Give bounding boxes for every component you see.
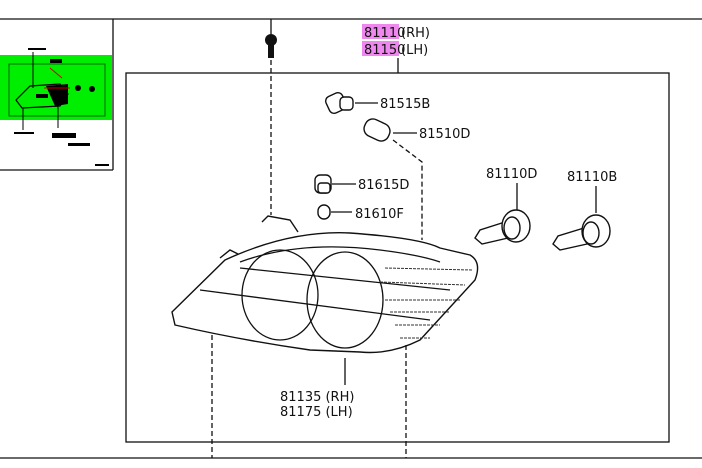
bulb-81510d-icon bbox=[363, 118, 391, 142]
part-number-81110[interactable]: 81110 bbox=[364, 26, 405, 41]
part-number-81175[interactable]: 81175 (LH) bbox=[280, 405, 353, 420]
headlamp-assembly-label[interactable]: 81110 (RH) 81150 (LH) bbox=[362, 24, 430, 58]
part-number-81110b[interactable]: 81110B bbox=[567, 170, 617, 185]
part-number-81610f[interactable]: 81610F bbox=[355, 207, 404, 222]
diagram-thumbnail[interactable] bbox=[0, 48, 112, 166]
part-number-81510d[interactable]: 81510D bbox=[419, 127, 470, 142]
part-number-81150[interactable]: 81150 bbox=[364, 43, 405, 58]
bolt-icon bbox=[265, 19, 277, 58]
socket-81515b-icon bbox=[324, 91, 354, 115]
part-number-81515b[interactable]: 81515B bbox=[380, 97, 430, 112]
halogen-bulb-81110d-icon bbox=[474, 209, 531, 245]
part-number-81135[interactable]: 81135 (RH) bbox=[280, 390, 354, 405]
cap-81610f-icon bbox=[317, 204, 331, 220]
headlamp-housing-icon bbox=[171, 215, 479, 354]
bulb-guide-line bbox=[392, 139, 423, 240]
side-rh: (RH) bbox=[401, 26, 430, 41]
halogen-bulb-81110b-icon bbox=[552, 214, 611, 251]
socket-81615d-icon bbox=[314, 174, 332, 194]
part-number-81615d[interactable]: 81615D bbox=[358, 178, 409, 193]
part-number-81110d[interactable]: 81110D bbox=[486, 167, 537, 182]
side-lh: (LH) bbox=[401, 43, 428, 58]
